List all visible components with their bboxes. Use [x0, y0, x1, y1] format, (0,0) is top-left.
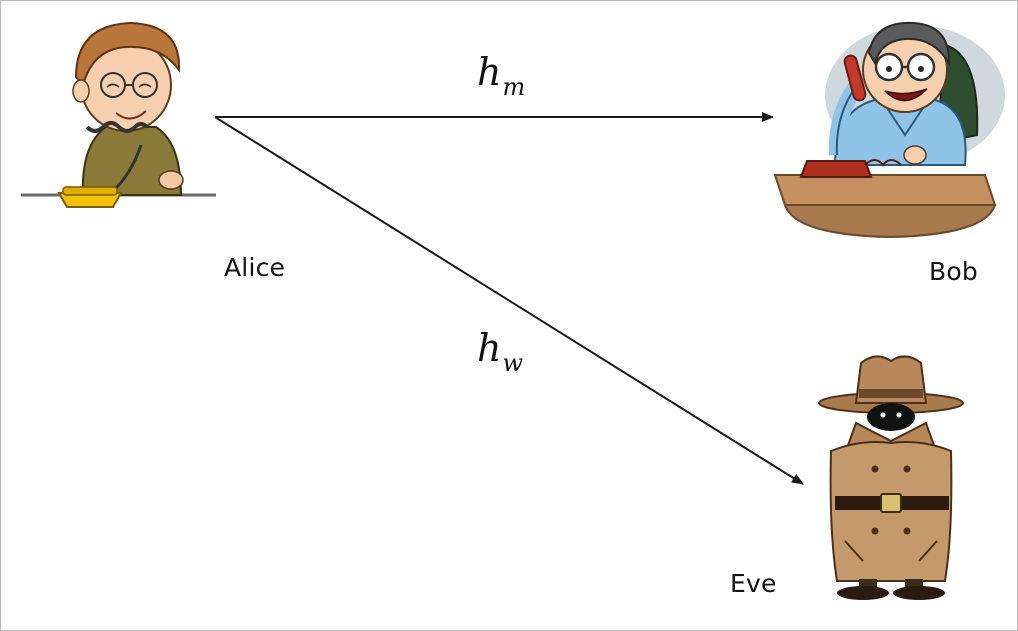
eve-spy-icon	[818, 355, 964, 600]
alice-label: Alice	[224, 253, 286, 282]
edge-alice-bob-symbol: h	[477, 50, 502, 94]
edge-alice-eve-symbol: h	[477, 326, 502, 370]
edge-alice-eve-subscript: w	[502, 349, 524, 377]
edge-alice-eve-arrow	[214, 116, 804, 485]
edge-alice-bob-subscript: m	[502, 73, 526, 101]
eve-label: Eve	[730, 569, 777, 598]
edge-alice-eve-label: hw	[477, 326, 523, 375]
bob-telephone-icon	[773, 21, 1005, 239]
bob-label: Bob	[929, 257, 978, 286]
alice-telephone-icon	[21, 21, 216, 208]
edge-alice-bob-label: hm	[477, 50, 525, 99]
